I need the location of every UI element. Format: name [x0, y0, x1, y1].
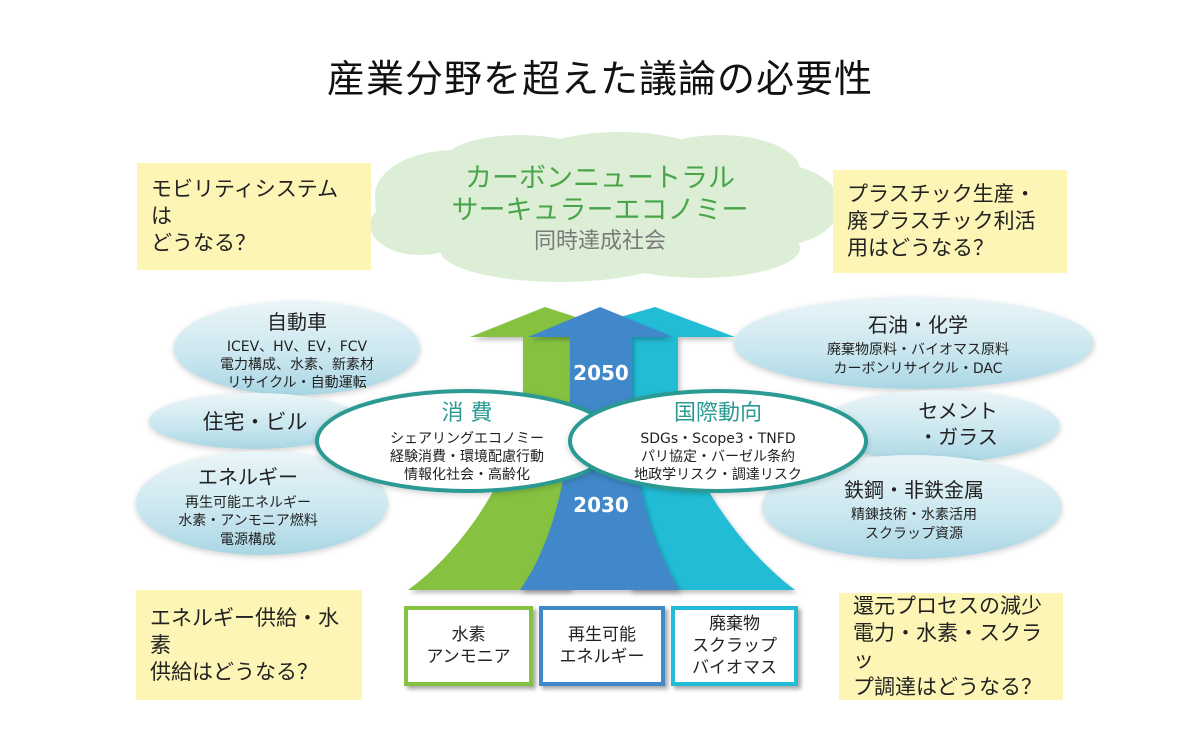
question-line: 用はどうなる？ — [847, 236, 994, 260]
sector-housing: 住宅・ビル — [149, 393, 361, 449]
driver-line: シェアリングエコノミー — [390, 431, 544, 447]
source-renewable-energy: 再生可能 エネルギー — [539, 606, 665, 686]
sector-line: スクラップ資源 — [865, 526, 963, 542]
sector-steel: 鉄鋼・非鉄金属 精錬技術・水素活用 スクラップ資源 — [762, 455, 1062, 559]
sector-line: 廃棄物原料・バイオマス原料 — [827, 341, 1009, 358]
question-mobility: モビリティシステムは どうなる？ — [137, 163, 371, 270]
question-line: 廃プラスチック利活 — [847, 209, 1036, 233]
sector-line: ICEV、HV、EV，FCV — [227, 339, 368, 355]
cloud-shape — [370, 132, 840, 282]
driver-line: パリ協定・バーゼル条約 — [641, 448, 795, 465]
source-line: エネルギー — [559, 647, 645, 667]
goal-line-3: 同時達成社会 — [534, 229, 666, 254]
sector-title: セメント — [918, 399, 998, 423]
question-line: モビリティシステムは — [151, 177, 339, 228]
driver-line: 経験消費・環境配慮行動 — [390, 449, 544, 465]
sector-line: 再生可能エネルギー — [185, 495, 311, 511]
question-line: プ調達はどうなる？ — [853, 674, 1042, 699]
source-line: 廃棄物 — [709, 614, 760, 634]
driver-consumption: 消 費 シェアリングエコノミー 経験消費・環境配慮行動 情報化社会・高齢化 — [315, 389, 619, 493]
cyan-arrow — [610, 307, 795, 590]
sector-line: 精錬技術・水素活用 — [851, 507, 977, 523]
source-line: 水素 — [451, 625, 486, 645]
sector-cement-glass: セメント ・ガラス — [820, 390, 1060, 462]
sector-line: 水素・アンモニア燃料 — [178, 512, 317, 529]
question-energy-supply: エネルギー供給・水素 供給はどうなる？ — [136, 590, 362, 700]
sector-line: リサイクル・自動運転 — [227, 375, 366, 391]
green-arrow — [408, 307, 600, 590]
question-line: 供給はどうなる？ — [150, 659, 318, 684]
source-line: 再生可能 — [568, 625, 636, 645]
milestone-2050: 2050 — [573, 361, 629, 385]
sector-petrochemical: 石油・化学 廃棄物原料・バイオマス原料 カーボンリサイクル・DAC — [734, 297, 1094, 389]
sector-automotive: 自動車 ICEV、HV、EV，FCV 電力構成、水素、新素材 リサイクル・自動運… — [174, 301, 420, 395]
sector-title-2: ・ガラス — [918, 425, 998, 449]
driver-line: SDGs・Scope3・TNFD — [640, 431, 795, 447]
page-title: 産業分野を超えた議論の必要性 — [326, 57, 873, 101]
goal-cloud: カーボンニュートラル サーキュラーエコノミー 同時達成社会 — [370, 132, 840, 282]
sector-line: 電力構成、水素、新素材 — [220, 357, 374, 373]
sector-line: カーボンリサイクル・DAC — [834, 361, 1003, 377]
source-line: アンモニア — [426, 647, 511, 667]
driver-international: 国際動向 SDGs・Scope3・TNFD パリ協定・バーゼル条約 地政学リスク… — [568, 389, 868, 493]
source-line: バイオマス — [692, 658, 777, 678]
goal-line-1: カーボンニュートラル — [465, 163, 735, 194]
source-hydrogen-ammonia: 水素 アンモニア — [404, 606, 533, 686]
question-line: 電力・水素・スクラッ — [853, 620, 1042, 672]
goal-line-2: サーキュラーエコノミー — [452, 195, 749, 226]
driver-title: 国際動向 — [674, 401, 762, 426]
question-line: 還元プロセスの減少 — [853, 593, 1042, 618]
driver-line: 情報化社会・高齢化 — [404, 466, 530, 483]
sector-title: エネルギー — [198, 465, 298, 489]
sector-title: 自動車 — [267, 310, 327, 334]
question-line: エネルギー供給・水素 — [150, 605, 339, 657]
sector-title: 石油・化学 — [868, 313, 968, 337]
sector-line: 電源構成 — [220, 532, 276, 548]
question-line: どうなる？ — [151, 231, 256, 255]
question-plastic: プラスチック生産・ 廃プラスチック利活 用はどうなる？ — [833, 170, 1067, 273]
driver-title: 消 費 — [442, 401, 493, 426]
sector-title: 鉄鋼・非鉄金属 — [844, 478, 984, 502]
source-line: スクラップ — [692, 636, 777, 656]
source-waste-scrap-biomass: 廃棄物 スクラップ バイオマス — [671, 606, 798, 686]
question-line: プラスチック生産・ — [847, 182, 1036, 206]
question-reduction-process: 還元プロセスの減少 電力・水素・スクラッ プ調達はどうなる？ — [839, 593, 1063, 700]
driver-line: 地政学リスク・調達リスク — [634, 467, 802, 483]
milestone-2030: 2030 — [573, 493, 629, 517]
sector-title: 住宅・ビル — [203, 410, 308, 434]
sector-energy: エネルギー 再生可能エネルギー 水素・アンモニア燃料 電源構成 — [136, 451, 388, 555]
